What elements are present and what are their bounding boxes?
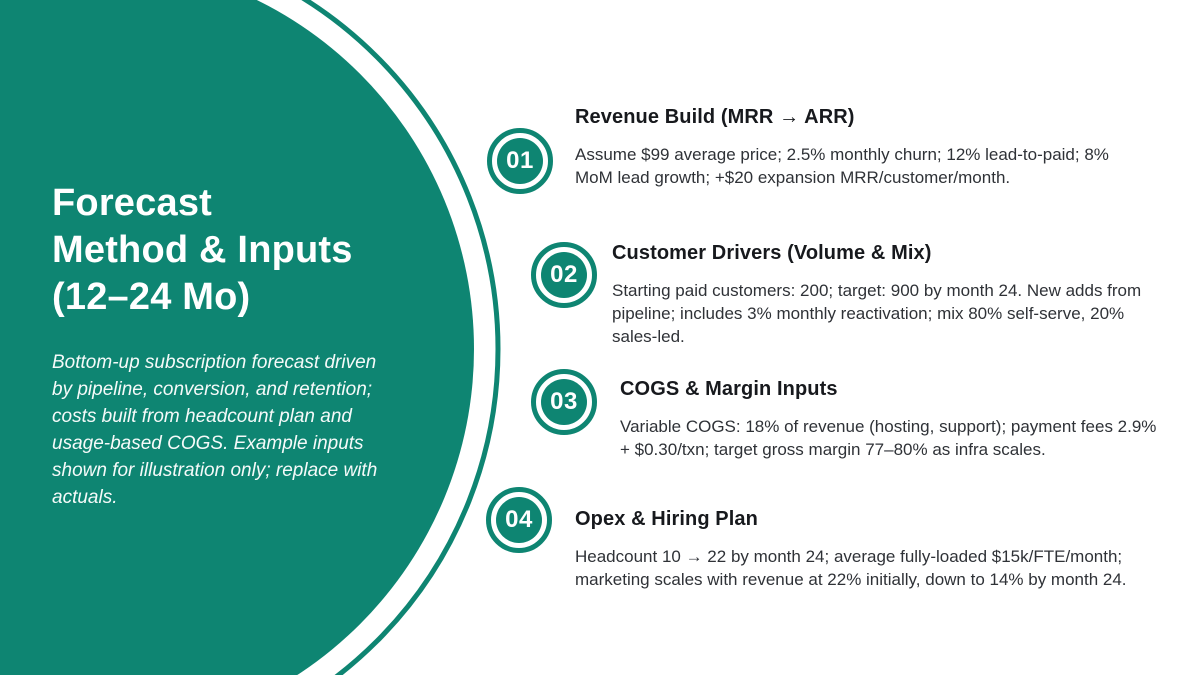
step-item-01: Revenue Build (MRR → ARR) Assume $99 ave… [575,104,1133,189]
step-badge-03: 03 [531,369,597,435]
step-badge-02-inner-circle: 02 [541,252,587,298]
slide-title-line-3: (12–24 Mo) [52,276,251,318]
step-number-03: 03 [550,388,578,415]
step-badge-01-inner-circle: 01 [497,138,543,184]
step-number-02: 02 [550,261,578,288]
step-body-02: Starting paid customers: 200; target: 90… [612,281,1142,346]
step-number-04: 04 [505,506,533,533]
step-badge-03-inner-circle: 03 [541,379,587,425]
step-badge-01: 01 [487,128,553,194]
step-body-03: Variable COGS: 18% of revenue (hosting, … [620,417,1157,459]
step-body-01: Assume $99 average price; 2.5% monthly c… [575,145,1109,187]
step-item-04: Opex & Hiring Plan Headcount 10 → 22 by … [575,506,1127,591]
step-badge-02: 02 [531,242,597,308]
step-badge-04-inner-circle: 04 [496,497,542,543]
step-item-03: COGS & Margin Inputs Variable COGS: 18% … [620,376,1162,461]
slide-description: Bottom-up subscription forecast driven b… [52,352,378,508]
step-item-02: Customer Drivers (Volume & Mix) Starting… [612,240,1168,348]
teal-outline-ring [300,0,501,675]
step-heading-04: Opex & Hiring Plan [575,508,758,530]
step-heading-02: Customer Drivers (Volume & Mix) [612,242,932,264]
step-heading-01: Revenue Build (MRR → ARR) [575,106,855,128]
slide-title-line-2: Method & Inputs [52,229,353,271]
teal-filled-circle [0,0,474,675]
step-badge-04: 04 [486,487,552,553]
step-number-01: 01 [506,147,534,174]
slide-title: Forecast Method & Inputs (12–24 Mo) [52,180,452,321]
step-heading-03: COGS & Margin Inputs [620,378,838,400]
step-body-04: Headcount 10 → 22 by month 24; average f… [575,547,1127,589]
slide-title-line-1: Forecast [52,182,213,224]
title-block: Forecast Method & Inputs (12–24 Mo) Bott… [52,180,452,511]
